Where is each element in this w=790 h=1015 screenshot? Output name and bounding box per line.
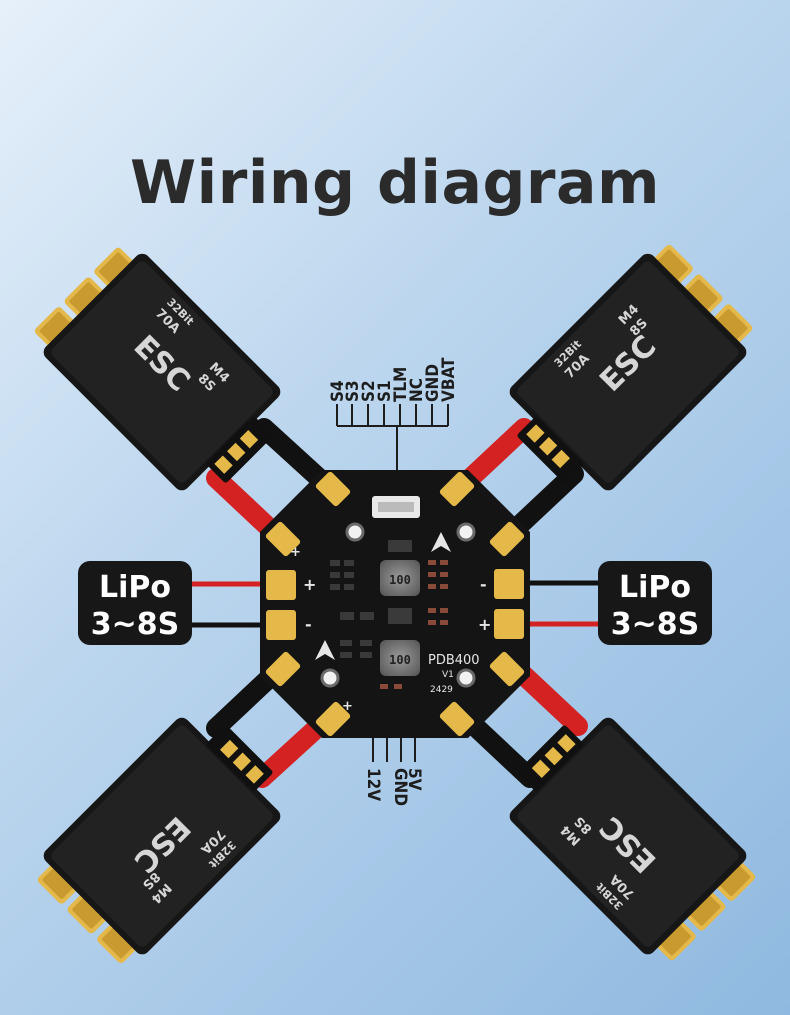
pin-label: NC	[407, 378, 427, 402]
pin-label: S4	[328, 380, 348, 402]
board-plus-left-top: +	[303, 575, 316, 594]
pin-label: TLM	[391, 367, 411, 402]
esc-bottom-left: ESC 70A 32Bit M4 8S	[26, 697, 301, 972]
board-plus-motor-bottom: +	[342, 699, 353, 714]
pin-label: S3	[343, 380, 363, 402]
pin-label: 5V	[404, 768, 424, 791]
pin-label: S2	[359, 380, 379, 402]
board-model: PDB400	[428, 653, 480, 668]
lipo-left-line1: LiPo	[99, 570, 171, 605]
lipo-left-line2: 3~8S	[91, 607, 180, 642]
page-title: Wiring diagram	[129, 148, 660, 218]
pin-label: 12V	[363, 768, 383, 801]
svg-text:100: 100	[389, 653, 411, 667]
esc-top-right: ESC 70A 32Bit M4 8S	[489, 236, 764, 511]
pin-label: GND	[390, 768, 410, 806]
pin-label: S1	[375, 380, 395, 402]
svg-text:100: 100	[389, 573, 411, 587]
board-plus-right-bottom: +	[478, 615, 491, 634]
pin-label: GND	[423, 364, 443, 402]
lipo-label-right: LiPo 3~8S	[598, 561, 712, 645]
esc-bottom-right: ESC 70A 32Bit M4 8S	[489, 697, 764, 972]
lipo-right-line1: LiPo	[619, 570, 691, 605]
lipo-right-line2: 3~8S	[611, 607, 700, 642]
pin-label: VBAT	[439, 357, 459, 402]
signal-pin-labels: S4 S3 S2 S1 TLM NC GND VBAT	[328, 357, 459, 402]
power-pin-labels: 12V GND 5V	[363, 768, 424, 806]
board-plus-motor: +	[290, 545, 301, 560]
esc-top-left: ESC 70A 32Bit M4 8S	[26, 236, 301, 511]
board-version: V1	[442, 670, 454, 680]
battery-wires	[190, 580, 600, 628]
board-minus-left-bottom: -	[305, 615, 312, 634]
board-minus-right-top: -	[480, 575, 487, 594]
board-serial: 2429	[430, 685, 453, 695]
lipo-label-left: LiPo 3~8S	[78, 561, 192, 645]
pdb-board: 100 100 + - - + + + PDB400 V1	[260, 470, 530, 738]
